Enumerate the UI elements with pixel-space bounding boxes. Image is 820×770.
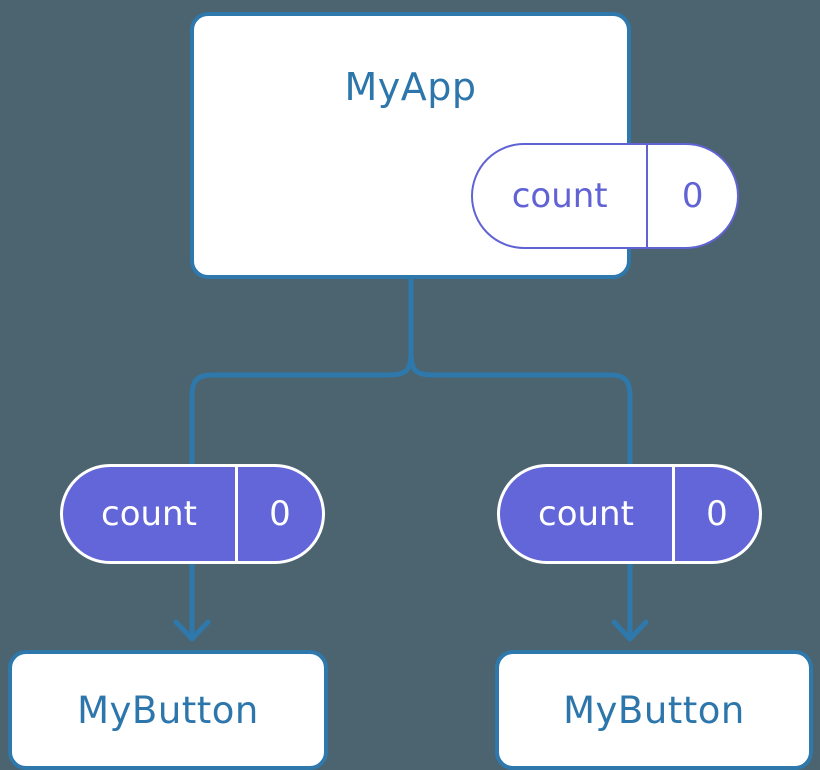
component-node-myapp[interactable]: MyApp count 0	[190, 12, 739, 279]
hook-pill-right[interactable]: count 0	[497, 464, 762, 564]
state-pill-key: count	[511, 176, 608, 216]
component-title-mybutton-left: MyButton	[77, 688, 259, 732]
edge-branch-right	[408, 349, 633, 466]
state-pill-value: 0	[646, 145, 737, 247]
arrowhead-right-icon	[611, 619, 649, 642]
hook-pill-left[interactable]: count 0	[60, 464, 325, 564]
component-title-mybutton-right: MyButton	[563, 688, 745, 732]
component-node-mybutton-left[interactable]: MyButton	[8, 650, 328, 770]
edge-branch-left	[189, 349, 414, 466]
component-node-mybutton-right[interactable]: MyButton	[495, 650, 813, 770]
arrowhead-left-icon	[173, 619, 211, 642]
state-pill-myapp[interactable]: count 0	[471, 143, 739, 249]
component-title-myapp: MyApp	[344, 65, 477, 109]
hook-pill-key: count	[101, 494, 197, 534]
hook-pill-value: 0	[671, 467, 759, 561]
hook-pill-value: 0	[234, 467, 322, 561]
hook-pill-key: count	[538, 494, 634, 534]
